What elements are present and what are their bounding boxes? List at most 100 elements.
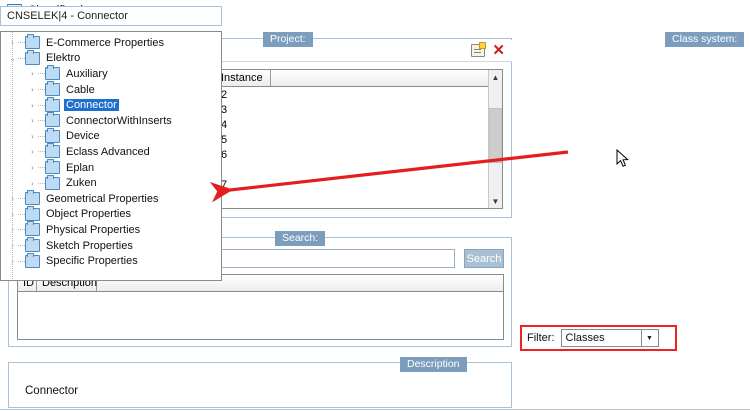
tree-item-physical-properties[interactable]: ›Physical Properties [1, 221, 221, 238]
tree-connector-line [38, 144, 45, 159]
tree-item-specific-properties[interactable]: ›Specific Properties [1, 252, 221, 269]
folder-icon [25, 34, 40, 50]
new-class-icon[interactable] [471, 42, 487, 57]
tree-item-auxiliary[interactable]: › Auxiliary [1, 65, 221, 82]
tree-item-label: E-Commerce Properties [46, 36, 164, 49]
tree-item-connector[interactable]: › Connector [1, 96, 221, 113]
mouse-cursor [616, 149, 629, 167]
folder-icon [45, 143, 60, 159]
chevron-right-icon[interactable]: › [31, 100, 34, 110]
tree-item-object-properties[interactable]: ›Object Properties [1, 205, 221, 223]
folder-icon [25, 221, 40, 237]
column-header-instance[interactable]: Instance [216, 70, 271, 86]
tree-item-label: Connector [64, 99, 119, 112]
search-button[interactable]: Search [464, 249, 504, 268]
tree-connector-line [38, 113, 45, 128]
tree-item-geometrical-properties[interactable]: ›Geometrical Properties [1, 190, 221, 207]
search-group: Search ID Description [8, 237, 512, 347]
cell-instance: 5 [221, 133, 228, 146]
close-icon[interactable]: ✕ [492, 41, 505, 59]
chevron-right-icon[interactable]: › [31, 131, 34, 141]
tree-item-label: Zuken [66, 177, 97, 190]
scrollbar-thumb[interactable] [489, 108, 502, 163]
folder-icon [25, 237, 40, 253]
filter-label: Filter: [527, 332, 555, 344]
folder-icon [45, 65, 60, 81]
cell-instance: 2 [221, 88, 228, 101]
tree-item-label: Physical Properties [46, 223, 141, 236]
tree-connector-line [38, 66, 45, 81]
project-group-label: Project: [263, 32, 313, 47]
description-text: Connector [25, 385, 79, 397]
tree-connector-line [38, 98, 45, 113]
class-system-group-label: Class system: [665, 32, 745, 47]
folder-icon [25, 190, 40, 206]
folder-icon [25, 205, 40, 221]
tree-item-zuken[interactable]: › Zuken [1, 174, 221, 191]
tree-connector-line [38, 129, 45, 144]
folder-icon [45, 159, 60, 175]
tree-connector-line [18, 254, 25, 269]
folder-icon [25, 49, 40, 65]
tree-connector-line [18, 222, 25, 237]
tree-item-label: Cable [66, 83, 95, 96]
search-group-label: Search: [275, 231, 326, 246]
description-group: Connector [8, 362, 512, 408]
tree-item-cable[interactable]: › Cable [1, 81, 221, 98]
chevron-down-icon[interactable]: ▼ [640, 330, 658, 346]
scrollbar-track-upper[interactable] [489, 84, 502, 108]
tree-connector-line [18, 51, 25, 66]
chevron-right-icon[interactable]: › [31, 147, 34, 157]
filter-select[interactable]: Classes ▼ [560, 329, 659, 347]
tree-item-connectorwithinserts[interactable]: ›ConnectorWithInserts [1, 112, 221, 129]
tree-item-label: Sketch Properties [46, 239, 133, 252]
cell-instance: 7 [221, 178, 228, 191]
folder-icon [45, 112, 60, 128]
tree-item-label: Auxiliary [66, 67, 108, 80]
tree-connector-line [38, 176, 45, 191]
tree-connector-line [38, 82, 45, 97]
class-path-field[interactable]: CNSELEK|4 - Connector [0, 6, 222, 26]
tree-guide-line [12, 32, 13, 280]
scroll-down-button[interactable]: ▼ [489, 194, 502, 208]
tree-connector-line [18, 35, 25, 50]
filter-highlight-box: Filter: Classes ▼ [520, 325, 677, 351]
column-header-filler [271, 70, 502, 86]
filter-selected-value: Classes [565, 332, 605, 344]
tree-item-elektro[interactable]: ⌄Elektro [1, 49, 221, 67]
tree-item-label: Device [66, 130, 100, 143]
tree-item-label: Eplan [66, 161, 95, 174]
cell-instance: 3 [221, 103, 228, 116]
tree-item-label: Object Properties [46, 208, 131, 221]
tree-item-e-commerce-properties[interactable]: ›E-Commerce Properties [1, 34, 221, 51]
cell-instance: 6 [221, 148, 228, 161]
tree-item-device[interactable]: › Device [1, 127, 221, 145]
chevron-right-icon[interactable]: › [31, 163, 34, 173]
chevron-right-icon[interactable]: › [31, 69, 34, 79]
tree-item-eclass-advanced[interactable]: › Eclass Advanced [1, 143, 221, 160]
description-group-label: Description [400, 357, 467, 372]
tree-connector-line [18, 191, 25, 206]
tree-connector-line [18, 238, 25, 253]
tree-connector-line [18, 207, 25, 222]
tree-item-label: Specific Properties [46, 255, 138, 268]
selected-classes-scrollbar[interactable]: ▲ ▼ [488, 70, 502, 208]
class-system-tree[interactable]: ›E-Commerce Properties⌄Elektro›Auxiliary… [0, 31, 222, 281]
folder-icon [25, 252, 40, 268]
tree-item-label: Eclass Advanced [66, 145, 150, 158]
chevron-right-icon[interactable]: › [31, 85, 34, 95]
chevron-right-icon[interactable]: › [31, 178, 34, 188]
tree-item-label: Elektro [46, 52, 81, 65]
cell-instance: 4 [221, 118, 228, 131]
tree-item-sketch-properties[interactable]: ›Sketch Properties [1, 237, 221, 254]
folder-icon [45, 81, 60, 97]
chevron-right-icon[interactable]: › [31, 116, 34, 126]
tree-item-label: Geometrical Properties [46, 192, 159, 205]
tree-connector-line [38, 160, 45, 175]
tree-item-eplan[interactable]: › Eplan [1, 159, 221, 176]
folder-icon [45, 174, 60, 190]
search-results-table[interactable]: ID Description [17, 274, 504, 340]
scroll-up-button[interactable]: ▲ [489, 70, 502, 84]
class-system-group: CNSELEK|4 - Connector ›E-Commerce Proper… [0, 0, 222, 281]
folder-icon [45, 96, 60, 112]
